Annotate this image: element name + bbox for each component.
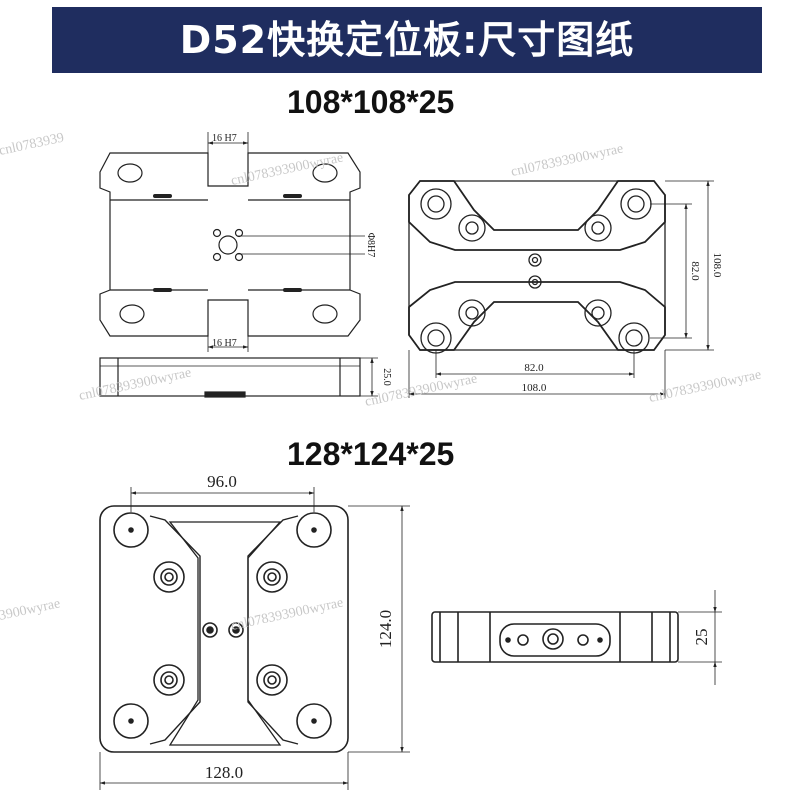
plate2-height-dim: 124.0 [376,610,395,648]
inner-width-dim: 82.0 [524,362,544,374]
page-title: D52快换定位板:尺寸图纸 [179,18,635,62]
bottom-slot-dim: 16 H7 [212,338,237,349]
watermark: cnl0783939 [0,130,65,158]
inner-height-dim: 82.0 [689,261,701,281]
height-dim-25: 25.0 [381,368,392,386]
hole-dim: Φ8H7 [365,233,376,258]
outer-width-dim: 108.0 [522,382,547,394]
top-slot-dim: 16 H7 [212,133,237,144]
watermark: cnl078393900wyrae [510,141,625,179]
section-title-108: 108*108*25 [287,84,455,120]
bottom-width-dim: 128.0 [205,763,243,782]
top-width-dim: 96.0 [207,472,237,491]
outer-height-dim: 108.0 [711,253,723,278]
plate2-side-view [431,590,722,685]
watermark: cnl078393900wyrae [230,595,345,633]
watermark: cnl078393900wyrae [230,150,345,188]
plate1-side-view [99,357,378,398]
plate1-top-view [99,132,365,352]
section-title-128: 128*124*25 [287,436,455,472]
watermark: 3900wyrae [0,596,62,624]
plate1-right-view [408,180,714,398]
watermark: cnl078393900wyrae [364,371,479,409]
title-banner: D52快换定位板:尺寸图纸 [52,7,762,73]
thickness-dim: 25 [692,629,711,646]
plate2-top-view [99,487,410,790]
watermark: cnl078393900wyrae [78,365,193,403]
